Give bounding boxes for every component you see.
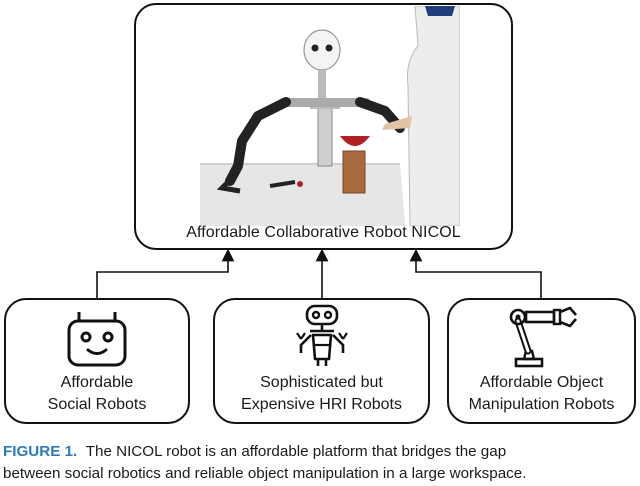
main-box-label: Affordable Collaborative Robot NICOL [134, 224, 513, 242]
social-robot-icon [65, 307, 129, 367]
social-robots-label: Affordable Social Robots [4, 372, 190, 416]
arrow-left [97, 255, 228, 298]
figure-caption: FIGURE 1. The NICOL robot is an affordab… [3, 441, 640, 485]
manipulation-robots-label: Affordable Object Manipulation Robots [447, 372, 636, 416]
caption-line-1: The NICOL robot is an affordable platfor… [86, 443, 506, 460]
robot-arm-icon [506, 303, 580, 369]
caption-figure-label: FIGURE 1. [3, 443, 77, 460]
humanoid-robot-icon [289, 303, 355, 369]
nicol-robot-photo [200, 6, 460, 226]
hri-robots-label: Sophisticated but Expensive HRI Robots [213, 372, 430, 416]
caption-line-2: between social robotics and reliable obj… [3, 463, 640, 485]
arrow-right [416, 255, 541, 298]
